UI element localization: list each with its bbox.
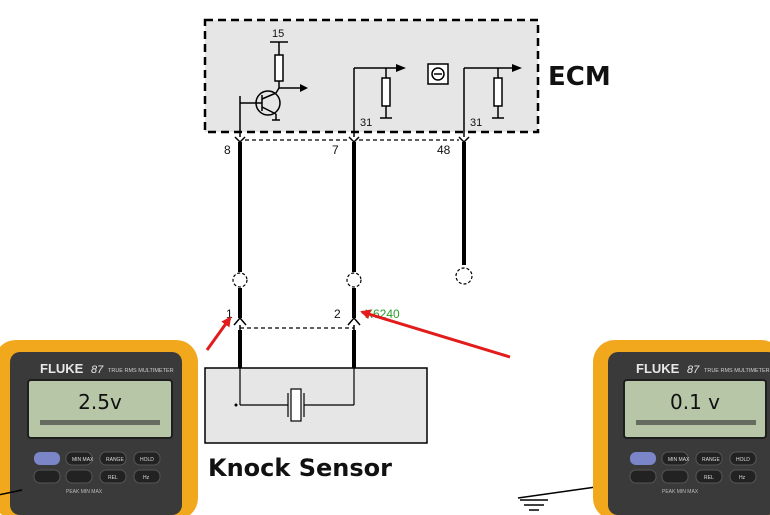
meter-left-btn-minmax: MIN MAX: [72, 457, 94, 463]
meter-left-brand: FLUKE: [40, 361, 84, 376]
pin-7-label: 7: [332, 143, 339, 157]
transistor-output-arrow: [300, 84, 308, 92]
meter-right-model: 87: [687, 364, 700, 376]
pin-48-label: 48: [437, 143, 451, 157]
ecm-label: ECM: [548, 62, 611, 92]
ecm-sensor-symbol: [427, 63, 449, 85]
inline-connector-x6240: [232, 267, 473, 288]
knock-sensor-box: [204, 367, 428, 444]
probe-arrow-right: [360, 309, 511, 359]
ecm-pin-terminals: [234, 136, 470, 144]
multimeter-right: FLUKE 87 TRUE RMS MULTIMETER 0.1 v MIN M…: [593, 340, 770, 515]
knock-sensor-label: Knock Sensor: [208, 454, 392, 482]
meter-right-btn-hold: HOLD: [736, 457, 750, 463]
meter-right-brand: FLUKE: [636, 361, 680, 376]
signal-ref-arrow: [396, 64, 406, 72]
meter-right-btn-hz: Hz: [739, 475, 746, 481]
connector-id-label: X6240: [365, 307, 400, 321]
meter-right-btn-range: RANGE: [702, 457, 720, 463]
meter-left-subtitle: TRUE RMS MULTIMETER: [108, 368, 174, 374]
meter-right-reading: 0.1 v: [670, 390, 720, 414]
harness-wires: [238, 139, 466, 272]
ecm-signal-input: [353, 67, 396, 137]
meter-left-btn-hold: HOLD: [140, 457, 154, 463]
meter-left-reading: 2.5v: [78, 390, 122, 414]
meter-left-model: 87: [91, 364, 104, 376]
meter-right-subtitle: TRUE RMS MULTIMETER: [704, 368, 770, 374]
pin48-ref-arrow: [512, 64, 522, 72]
pin-1-label: 1: [226, 307, 233, 321]
meter-right-small-label: PEAK MIN MAX: [662, 489, 699, 495]
meter-left-btn-range: RANGE: [106, 457, 124, 463]
supply-pin-15: 15: [272, 28, 284, 40]
sensor-connector-pins: [233, 316, 361, 330]
meter-right-buttons: [629, 451, 757, 484]
probe-arrow-left: [205, 316, 232, 351]
ground-31-b: 31: [470, 117, 482, 129]
ecm-output-transistor: [239, 41, 300, 137]
meter-left-btn-rel: REL: [108, 475, 118, 481]
meter-left-btn-hz: Hz: [143, 475, 150, 481]
ecm-module: [203, 18, 540, 134]
meter-right-btn-rel: REL: [704, 475, 714, 481]
meter-right-btn-minmax: MIN MAX: [668, 457, 690, 463]
ecm-pin48-path: [463, 67, 512, 137]
pin-8-label: 8: [224, 143, 231, 157]
ground-31-a: 31: [360, 117, 372, 129]
meter-left-small-label: PEAK MIN MAX: [66, 489, 103, 495]
multimeter-left: FLUKE 87 TRUE RMS MULTIMETER 2.5v MIN MA…: [0, 340, 198, 515]
meter-left-buttons: [33, 451, 161, 484]
pin-2-label: 2: [334, 307, 341, 321]
